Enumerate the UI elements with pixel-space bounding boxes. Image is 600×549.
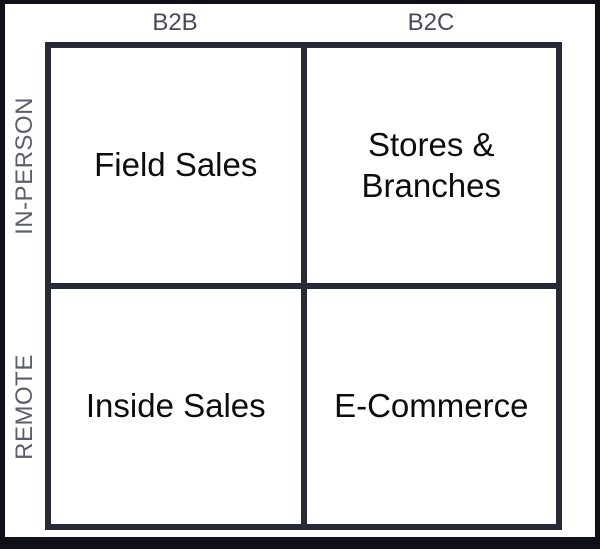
- cell-label-stores-branches: Stores & Branches: [361, 126, 501, 204]
- row-label-in-person: IN-PERSON: [11, 97, 38, 235]
- column-header-b2b: B2B: [152, 9, 198, 36]
- screen-edge-right: [595, 0, 600, 549]
- row-label-remote: REMOTE: [11, 354, 38, 460]
- screen-edge-bottom: [0, 537, 600, 549]
- cell-inside-sales: Inside Sales: [48, 286, 304, 527]
- cell-stores-branches: Stores & Branches: [303, 45, 559, 286]
- cell-label-e-commerce: E-Commerce: [334, 387, 529, 425]
- screen-edge-top: [0, 0, 600, 4]
- cell-label-field-sales: Field Sales: [94, 146, 258, 184]
- cell-e-commerce: E-Commerce: [303, 286, 559, 527]
- column-header-b2c: B2C: [407, 9, 455, 36]
- cell-field-sales: Field Sales: [48, 45, 304, 286]
- matrix-grid: Field Sales Stores & Branches Inside Sal…: [45, 42, 562, 530]
- screen-edge-left: [0, 0, 5, 549]
- cell-label-inside-sales: Inside Sales: [85, 387, 266, 425]
